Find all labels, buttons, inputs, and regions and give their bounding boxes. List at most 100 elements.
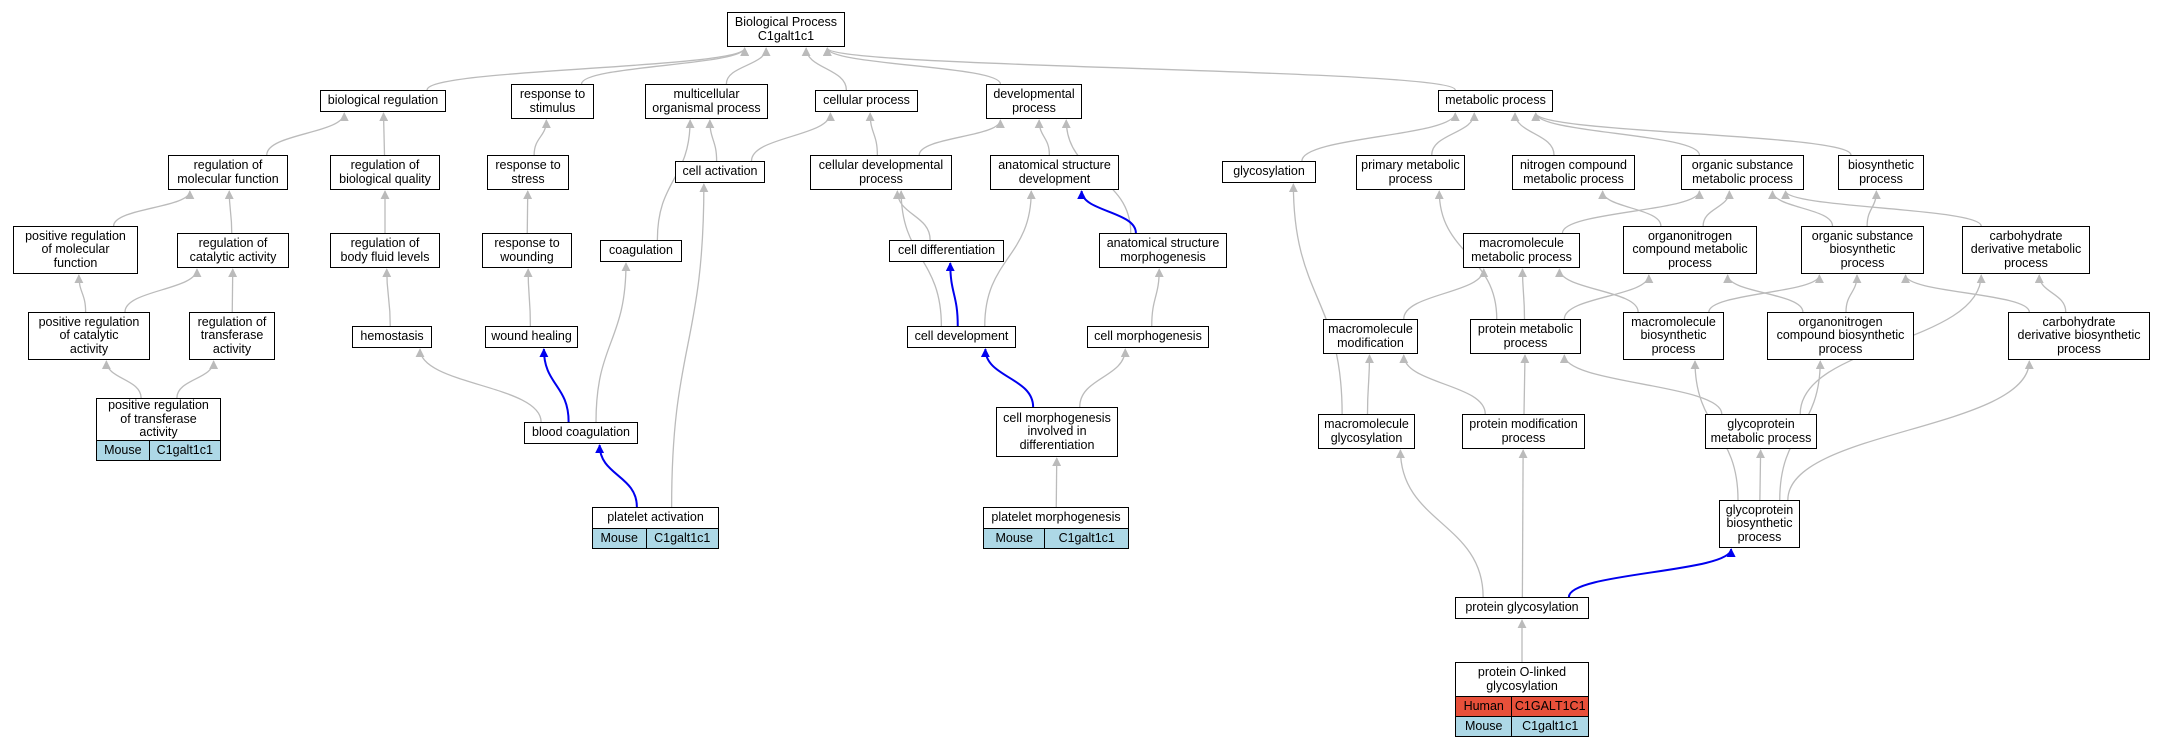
go-term-bloodcoag[interactable]: blood coagulation: [524, 422, 638, 444]
go-term-cellmorph[interactable]: cell morphogenesis: [1087, 326, 1209, 348]
edge-is_a-bloodcoag-to-hemo: [415, 348, 542, 423]
go-term-label: anatomical structure development: [998, 158, 1111, 186]
go-term-regbq[interactable]: regulation of biological quality: [330, 155, 440, 190]
go-term-label: macromolecule metabolic process: [1471, 236, 1572, 264]
go-term-resp_stress[interactable]: response to stress: [487, 155, 569, 190]
go-term-posregmol[interactable]: positive regulation of molecular functio…: [13, 226, 138, 274]
go-term-label: carbohydrate derivative metabolic proces…: [1970, 228, 2082, 270]
go-term-celldevproc[interactable]: cellular developmental process: [810, 155, 952, 190]
go-term-coag[interactable]: coagulation: [600, 240, 682, 262]
edge-is_a-glycoprotbio-to-glycoprotmet: [1756, 449, 1766, 501]
edge-part_of-cmid-to-celldev: [980, 348, 1035, 408]
edge-part_of-protglyc-to-glycoprotbio: [1567, 548, 1736, 598]
edge-is_a-metab-to-bp: [823, 47, 1456, 91]
go-term-macromod[interactable]: macromolecule modification: [1323, 319, 1418, 354]
go-term-primmet[interactable]: primary metabolic process: [1356, 155, 1465, 190]
go-term-label: positive regulation of catalytic activit…: [38, 314, 140, 356]
go-term-bioreg[interactable]: biological regulation: [320, 90, 446, 112]
go-term-label: carbohydrate derivative biosynthetic pro…: [2017, 314, 2141, 356]
go-term-cellact[interactable]: cell activation: [675, 161, 765, 183]
go-term-label: response to stress: [495, 158, 561, 186]
go-term-orgnitrobio[interactable]: organonitrogen compound biosynthetic pro…: [1767, 312, 1914, 360]
go-term-label: platelet morphogenesis: [991, 510, 1121, 525]
go-term-macroglyc[interactable]: macromolecule glycosylation: [1318, 414, 1415, 449]
go-term-oglyc[interactable]: protein O-linked glycosylation: [1455, 662, 1589, 697]
go-term-label: positive regulation of molecular functio…: [25, 228, 126, 270]
go-term-regbfl[interactable]: regulation of body fluid levels: [330, 233, 440, 268]
edge-is_a-orgsubbio-to-orgsub: [1768, 190, 1834, 227]
edge-is_a-regcat-to-regmol: [224, 190, 234, 234]
go-term-orgsubbio[interactable]: organic substance biosynthetic process: [1801, 226, 1924, 274]
go-term-label: anatomical structure morphogenesis: [1106, 236, 1220, 264]
go-term-woundheal[interactable]: wound healing: [485, 326, 578, 348]
go-term-devproc[interactable]: developmental process: [986, 84, 1082, 119]
go-term-glycoprotmet[interactable]: glycoprotein metabolic process: [1705, 414, 1817, 449]
go-term-glycoprotbio[interactable]: glycoprotein biosynthetic process: [1719, 500, 1800, 548]
go-term-label: platelet activation: [607, 510, 704, 525]
edge-is_a-celldevproc-to-cellproc: [865, 112, 879, 156]
edge-is_a-resp_stim-to-bp: [580, 47, 750, 85]
go-term-orgnitro[interactable]: organonitrogen compound metabolic proces…: [1623, 226, 1757, 274]
gene-symbol-cell: C1galt1c1: [156, 442, 213, 457]
edge-part_of-bloodcoag-to-woundheal: [539, 348, 570, 423]
edge-is_a-posregtrans-to-posregcat: [101, 360, 142, 399]
go-term-label: response to wounding: [494, 236, 560, 264]
go-term-label: cell development: [914, 329, 1009, 344]
go-term-platmorph[interactable]: platelet morphogenesis: [983, 507, 1129, 529]
go-term-protmod[interactable]: protein modification process: [1462, 414, 1585, 449]
gene-symbol-cell: C1galt1c1: [1522, 718, 1579, 733]
go-term-celldev[interactable]: cell development: [907, 326, 1016, 348]
go-term-posregcat[interactable]: positive regulation of catalytic activit…: [28, 312, 150, 360]
go-term-metab[interactable]: metabolic process: [1438, 90, 1553, 112]
go-term-biosyn[interactable]: biosynthetic process: [1838, 155, 1924, 190]
edge-is_a-regtrans-to-regcat: [228, 268, 238, 313]
go-term-regmol[interactable]: regulation of molecular function: [168, 155, 288, 190]
go-term-multi[interactable]: multicellular organismal process: [645, 84, 768, 119]
go-term-resp_stim[interactable]: response to stimulus: [511, 84, 594, 119]
edge-is_a-cmid-to-cellmorph: [1079, 348, 1130, 408]
go-term-macrobio[interactable]: macromolecule biosynthetic process: [1623, 312, 1724, 360]
go-term-protglyc[interactable]: protein glycosylation: [1455, 597, 1589, 619]
go-term-asm[interactable]: anatomical structure morphogenesis: [1099, 233, 1227, 268]
go-term-nitro[interactable]: nitrogen compound metabolic process: [1512, 155, 1635, 190]
go-term-resp_wound[interactable]: response to wounding: [482, 233, 572, 268]
go-term-label: macromolecule biosynthetic process: [1631, 314, 1716, 356]
go-term-hemo[interactable]: hemostasis: [352, 326, 432, 348]
go-term-label: cell differentiation: [897, 243, 996, 258]
edge-is_a-bioreg-to-bp: [426, 47, 750, 91]
edge-is_a-orgsubbio-to-biosyn: [1866, 190, 1881, 227]
go-term-cellproc[interactable]: cellular process: [815, 90, 918, 112]
go-term-bp[interactable]: Biological Process C1galt1c1: [727, 12, 845, 47]
gene-symbol-cell: C1galt1c1: [654, 530, 711, 545]
go-term-label: protein metabolic process: [1477, 322, 1574, 350]
go-term-carbder[interactable]: carbohydrate derivative metabolic proces…: [1962, 226, 2090, 274]
go-term-macromet[interactable]: macromolecule metabolic process: [1463, 233, 1580, 268]
edge-is_a-cellact-to-multi: [705, 119, 718, 162]
go-term-label: organonitrogen compound biosynthetic pro…: [1776, 314, 1905, 356]
go-term-posregtrans[interactable]: positive regulation of transferase activ…: [96, 398, 221, 441]
go-term-asd[interactable]: anatomical structure development: [990, 155, 1119, 190]
go-term-platact[interactable]: platelet activation: [592, 507, 719, 529]
edge-is_a-orgsub-to-metab: [1531, 112, 1701, 156]
go-term-protmet[interactable]: protein metabolic process: [1470, 319, 1581, 354]
go-term-celldiff[interactable]: cell differentiation: [889, 240, 1004, 262]
edge-is_a-regbq-to-bioreg: [379, 112, 389, 156]
go-term-label: regulation of transferase activity: [197, 314, 267, 356]
go-term-cmid[interactable]: cell morphogenesis involved in different…: [996, 407, 1118, 457]
edge-is_a-posregcat-to-regcat: [124, 268, 202, 313]
go-term-glycos[interactable]: glycosylation: [1222, 161, 1316, 183]
go-term-regcat[interactable]: regulation of catalytic activity: [177, 233, 289, 268]
go-term-label: positive regulation of transferase activ…: [108, 398, 209, 440]
species-cell: Mouse: [984, 528, 1046, 548]
edge-is_a-celldev-to-asd: [984, 190, 1036, 327]
edge-is_a-protmod-to-macromod: [1399, 354, 1486, 415]
go-term-label: multicellular organismal process: [652, 87, 761, 115]
go-term-carbderbio[interactable]: carbohydrate derivative biosynthetic pro…: [2008, 312, 2150, 360]
go-term-orgsub[interactable]: organic substance metabolic process: [1681, 155, 1804, 190]
edge-is_a-orgnitrobio-to-orgsubbio: [1845, 274, 1862, 313]
go-term-regtrans[interactable]: regulation of transferase activity: [189, 312, 275, 360]
go-term-label: biological regulation: [327, 93, 439, 108]
